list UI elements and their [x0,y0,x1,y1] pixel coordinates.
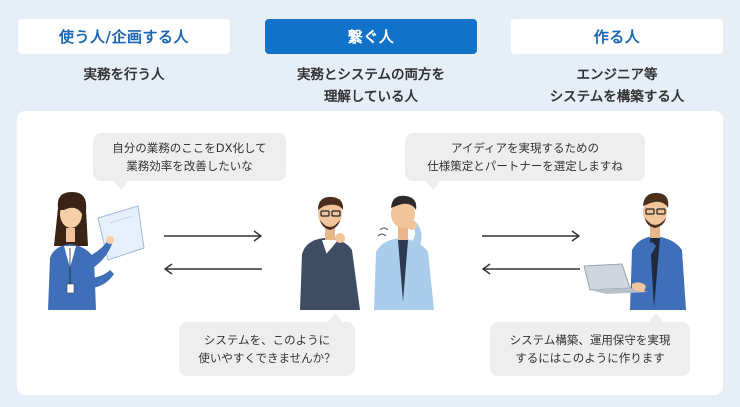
role-desc-connector-line1: 実務とシステムの両方を [296,67,446,83]
role-header-builder: 作る人 [511,19,723,54]
role-desc-builder-line1: エンジニア等 [576,67,658,83]
arrow-left-connector-to-user [163,263,262,275]
role-title-connector: 繋ぐ人 [347,28,395,46]
bubble-usability-proposal-line2: 使いやすくできませんか？ [198,351,336,365]
role-title-builder: 作る人 [593,28,641,46]
role-desc-user: 実務を行う人 [18,64,230,86]
role-title-user: 使う人/企画する人 [59,28,189,46]
role-desc-connector-line2: 理解している人 [323,89,419,105]
bubble-build-plan: システム構築、運用保守を実現 するにはこのように作ります [490,313,690,376]
person-connector-shirt-icon [374,195,434,310]
role-desc-user-line1: 実務を行う人 [83,67,165,83]
person-builder-laptop-icon [583,192,686,310]
arrow-right-connector-to-builder [482,230,581,242]
bubble-spec-plan-line2: 仕様策定とパートナーを選定しますね [427,159,623,173]
bubble-usability-proposal: システムを、このように 使いやすくできませんか？ [179,313,355,376]
bubble-spec-plan: アイディアを実現するための 仕様策定とパートナーを選定しますね [405,133,645,190]
bubble-user-request-line2: 業務効率を改善したいな [126,159,253,173]
bubble-build-plan-line1: システム構築、運用保守を実現 [509,333,671,347]
bubble-build-plan-line2: するにはこのように作ります [515,351,665,365]
role-desc-builder: エンジニア等 システムを構築する人 [501,64,733,108]
role-desc-connector: 実務とシステムの両方を 理解している人 [255,64,487,108]
role-header-connector: 繋ぐ人 [265,19,477,54]
bubble-user-request: 自分の業務のここをDX化して 業務効率を改善したいな [93,133,286,190]
role-header-user: 使う人/企画する人 [18,19,230,54]
arrow-right-user-to-connector [164,230,263,242]
person-user-woman-icon [48,192,145,310]
bubble-usability-proposal-line1: システムを、このように [203,333,331,347]
bubble-user-request-line1: 自分の業務のここをDX化して [112,141,267,155]
arrow-left-builder-to-connector [481,263,580,275]
bubble-spec-plan-line1: アイディアを実現するための [450,141,600,155]
role-desc-builder-line2: システムを構築する人 [549,89,685,105]
person-connector-suit-icon [300,196,360,310]
